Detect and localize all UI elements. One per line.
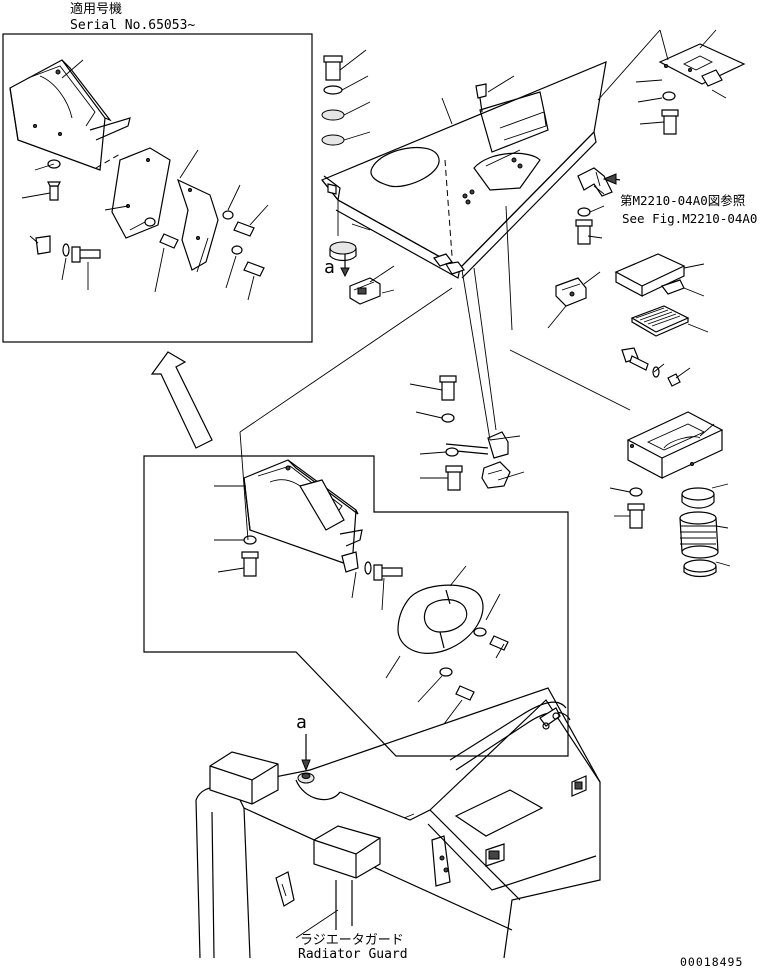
fastener-leaders-right	[653, 363, 691, 379]
clamp-leaders	[505, 185, 605, 331]
radiator-guard-label-en: Radiator Guard	[298, 947, 408, 962]
detail-leaders	[214, 287, 505, 725]
hose-clamp-upper	[681, 487, 715, 509]
filter-cover	[614, 253, 686, 298]
housing-fasteners	[627, 487, 645, 529]
reference-label-jp: 第M2210-04A0図参照	[620, 193, 745, 208]
filter-mount-fasteners	[621, 347, 681, 387]
figure-code: 00018495	[680, 955, 743, 969]
inset-cover-plate-1	[111, 147, 171, 239]
radiator-guard-label-jp: ラジエータガード	[300, 933, 404, 948]
clamp-bracket	[577, 167, 613, 197]
inset-dashed-link	[95, 153, 121, 169]
radiator-side-bracket	[275, 871, 295, 907]
inset-duct-housing	[9, 59, 131, 171]
mounting-frame	[321, 61, 607, 279]
filter-housing	[626, 411, 724, 479]
radiator-mount-point	[297, 772, 315, 784]
serial-label-en: Serial No.65053~	[70, 18, 195, 33]
reference-label-en: See Fig.M2210-04A0	[622, 211, 757, 226]
guard-leader	[295, 909, 339, 939]
frame-leader-lines	[339, 49, 521, 294]
filter-element	[630, 305, 690, 337]
hose-clamp-lower	[683, 559, 717, 578]
inset-leader-lines	[21, 59, 269, 301]
detail-frame	[143, 455, 569, 757]
intake-hose	[679, 511, 719, 559]
center-leaders	[409, 267, 525, 481]
upper-right-leaders	[597, 29, 727, 125]
radiator-guard	[195, 687, 601, 959]
hinge-bracket	[555, 277, 587, 307]
center-bracket	[445, 431, 511, 489]
serial-label-jp: 適用号機	[70, 1, 122, 17]
inset-cover-plate-2	[176, 178, 219, 271]
inset-frame	[2, 33, 313, 343]
upper-cover-plate	[658, 43, 746, 87]
rubber-mount	[349, 277, 381, 305]
ref-arrow-head	[602, 173, 617, 185]
detail-fasteners	[241, 535, 509, 701]
inset-pointer-arrow	[150, 351, 213, 449]
hose-leaders	[509, 349, 731, 567]
filter-leaders	[683, 263, 709, 333]
frame-bolt-stack	[321, 55, 357, 262]
upper-right-fasteners	[661, 91, 679, 135]
callout-a-top: a	[324, 257, 335, 278]
center-fasteners	[439, 375, 463, 491]
detail-cover-plate	[397, 584, 484, 654]
radiator-top-cushion	[209, 751, 279, 805]
clamp-fasteners	[575, 207, 593, 245]
hinge-leader	[547, 305, 567, 329]
detail-duct-housing	[243, 459, 363, 567]
callout-a-bottom: a	[296, 712, 307, 733]
frame-top-bolt	[475, 83, 487, 113]
radiator-front-cushion	[313, 825, 381, 930]
